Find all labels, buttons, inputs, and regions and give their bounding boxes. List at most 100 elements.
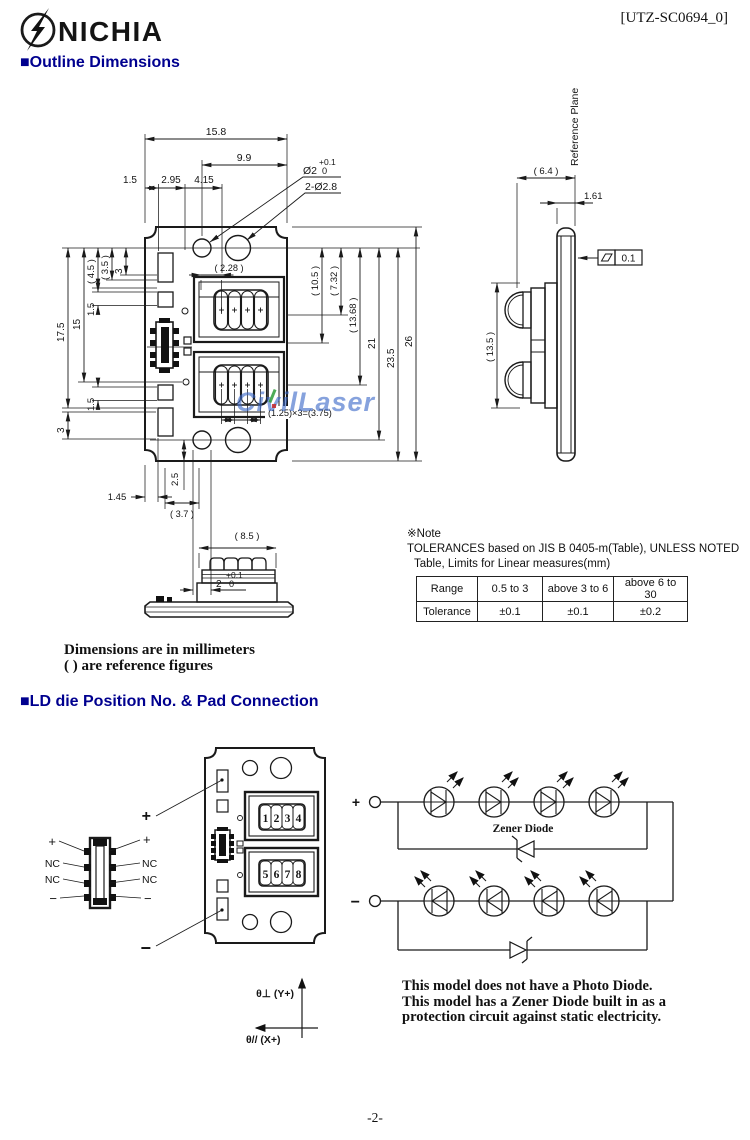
side-body bbox=[504, 227, 576, 462]
die-number-4: 4 bbox=[296, 813, 302, 825]
note-line2: Table, Limits for Linear measures(mm) bbox=[414, 558, 611, 570]
tolerance-value-1: ±0.1 bbox=[477, 601, 543, 622]
dim-hole-dia-zero: 0 bbox=[322, 166, 327, 176]
units-note: Dimensions are in millimeters ( ) are re… bbox=[64, 642, 255, 674]
flatness-callout bbox=[597, 249, 643, 266]
circuit-schematic: + − bbox=[351, 771, 674, 964]
dim-hole-dia: Ø2 bbox=[303, 165, 317, 177]
laser-diode-icon bbox=[478, 771, 519, 818]
zener-diode-top-icon bbox=[511, 835, 535, 863]
front-connector bbox=[150, 318, 179, 373]
anode-leader bbox=[155, 779, 223, 817]
pitch-label-bg bbox=[265, 406, 369, 419]
note-title: ※Note bbox=[407, 528, 441, 540]
front-side-pads bbox=[157, 252, 174, 437]
dim-side-161: 1.61 bbox=[584, 191, 603, 202]
dim-offset-415: 4.15 bbox=[194, 175, 214, 186]
dim-left-15-lower: 1.5 bbox=[86, 398, 97, 411]
dim-left-3: 3 bbox=[114, 268, 125, 274]
plus-terminal bbox=[368, 795, 382, 809]
laser-diode-icon bbox=[423, 771, 464, 818]
ld-connector bbox=[211, 827, 234, 863]
tolerance-value-3: ±0.2 bbox=[613, 601, 688, 622]
units-note-line2: ( ) are reference figures bbox=[64, 658, 213, 674]
die-number-6: 6 bbox=[274, 869, 280, 881]
pad-label-left-plus: + bbox=[48, 834, 56, 849]
bottomview-body bbox=[144, 557, 294, 618]
pad-label-right-minus: − bbox=[144, 891, 152, 906]
outline-dimensions-drawing: 15.8 9.9 1.5 2.95 4.15 Ø2 0 +0.1 2-Ø2.8 … bbox=[56, 88, 643, 618]
axis-x-label: θ// (X+) bbox=[246, 1034, 281, 1046]
front-emitter-window-1 bbox=[192, 275, 286, 344]
col-header-range: Range bbox=[416, 576, 478, 602]
package-cathode-label: − bbox=[140, 938, 151, 958]
laser-diodes-bottom-row bbox=[414, 870, 620, 917]
axis-indicator: θ⊥ (Y+) θ// (X+) bbox=[246, 977, 318, 1046]
logo-circle bbox=[20, 12, 56, 48]
table-row: Range 0.5 to 3 above 3 to 6 above 6 to 3… bbox=[416, 576, 688, 602]
front-package-outline bbox=[144, 226, 288, 462]
connector-detail: + NC NC − + NC NC − bbox=[45, 832, 158, 910]
pad-label-right-plus: + bbox=[143, 832, 151, 847]
dim-left-175: 17.5 bbox=[56, 322, 67, 342]
cathode-leader bbox=[155, 909, 223, 947]
dim-right-1368: ( 13.68 ) bbox=[348, 298, 359, 333]
row-label-tolerance: Tolerance bbox=[416, 601, 478, 622]
dim-bot-tol-plus: +0.1 bbox=[226, 570, 243, 580]
ld-small-features bbox=[236, 815, 244, 878]
heading-outline-dimensions: ■Outline Dimensions bbox=[20, 54, 180, 71]
dim-left-35: ( 3.5 ) bbox=[100, 255, 111, 280]
dim-left-15-upper: 1.5 bbox=[86, 303, 97, 316]
dim-right-732: ( 7.32 ) bbox=[329, 266, 340, 296]
page-number: -2- bbox=[367, 1110, 383, 1125]
package-anode-label: + bbox=[142, 808, 151, 825]
connector-leaders bbox=[58, 839, 142, 899]
model-description: This model does not have a Photo Diode. … bbox=[402, 978, 666, 1026]
laser-diode-icon bbox=[524, 870, 565, 917]
pad-label-right-nc1: NC bbox=[142, 858, 158, 870]
front-mount-holes bbox=[192, 234, 252, 454]
reference-plane-label: Reference Plane bbox=[569, 88, 581, 166]
dim-bot-37: ( 3.7 ) bbox=[170, 509, 194, 519]
die-number-1: 1 bbox=[263, 813, 269, 825]
dim-right-21: 21 bbox=[367, 337, 378, 349]
table-row: Tolerance ±0.1 ±0.1 ±0.2 bbox=[416, 601, 688, 622]
anode-leader-dot bbox=[220, 778, 224, 782]
tolerance-table: Range 0.5 to 3 above 3 to 6 above 6 to 3… bbox=[416, 576, 688, 622]
dim-left-15: 15 bbox=[72, 318, 83, 330]
dim-left-45: ( 4.5 ) bbox=[86, 259, 97, 284]
description-line2: This model has a Zener Diode built in as… bbox=[402, 993, 666, 1010]
heading-ld-die: ■LD die Position No. & Pad Connection bbox=[20, 693, 319, 710]
note-block: ※Note TOLERANCES based on JIS B 0405-m(T… bbox=[407, 526, 739, 622]
laser-diode-icon bbox=[533, 771, 574, 818]
dim-bottomview-85: ( 8.5 ) bbox=[235, 531, 260, 542]
front-small-features bbox=[181, 307, 192, 386]
watermark: CivilLaser bbox=[236, 387, 376, 417]
dim-bot-25: 2.5 bbox=[170, 473, 181, 486]
note-line1: TOLERANCES based on JIS B 0405-m(Table),… bbox=[407, 543, 740, 555]
logo-text: NICHIA bbox=[58, 16, 163, 47]
die-number-5: 5 bbox=[263, 869, 269, 881]
col-header-1: 0.5 to 3 bbox=[477, 576, 543, 602]
laser-diode-icon bbox=[579, 870, 620, 917]
circuit-minus-label: − bbox=[351, 894, 360, 911]
dim-total-width: 15.8 bbox=[206, 126, 227, 138]
dim-bot-145: 1.45 bbox=[108, 492, 127, 503]
dim-bot-2-zero: 0 bbox=[229, 579, 234, 589]
ld-pads bbox=[216, 769, 229, 921]
ld-die-drawing: + NC NC − + NC NC − bbox=[45, 747, 674, 1046]
dim-right-105: ( 10.5 ) bbox=[310, 266, 321, 296]
ld-package-outline bbox=[204, 747, 326, 944]
axis-y-label: θ⊥ (Y+) bbox=[256, 988, 294, 1000]
col-header-2: above 3 to 6 bbox=[542, 576, 614, 602]
logo-lightning-icon bbox=[27, 8, 49, 51]
dim-side-depth: ( 6.4 ) bbox=[534, 166, 559, 177]
document-code: [UTZ-SC0694_0] bbox=[620, 10, 729, 26]
dim-hole2: 2-Ø2.8 bbox=[305, 181, 337, 193]
front-emitter-window-2 bbox=[192, 350, 286, 419]
col-header-3: above 6 to 30 bbox=[613, 576, 688, 602]
pad-label-right-nc2: NC bbox=[142, 874, 158, 886]
side-view: 0.1 Reference Plane ( 6.4 ) 1.61 ( 13.5 … bbox=[485, 88, 643, 462]
circuit-plus-label: + bbox=[352, 794, 360, 810]
